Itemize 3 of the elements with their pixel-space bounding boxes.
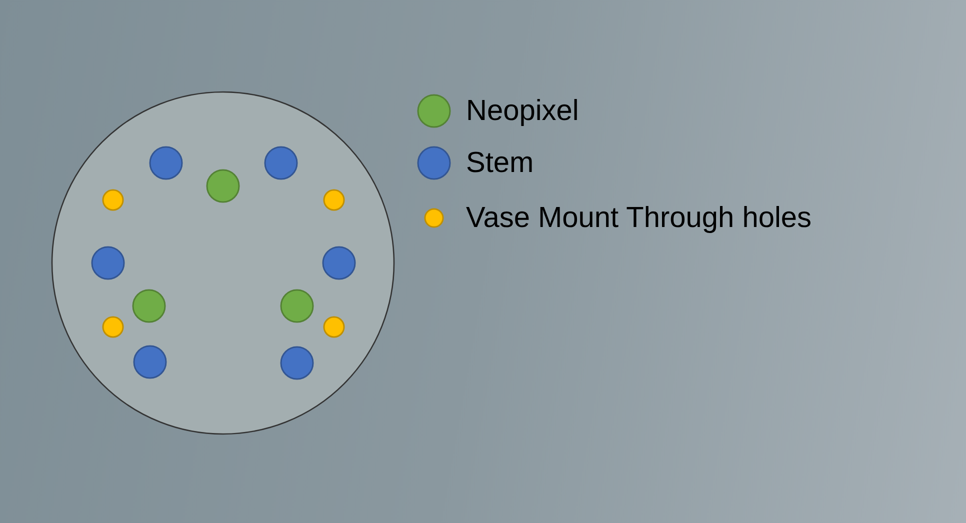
legend-label: Stem: [466, 146, 534, 180]
legend-label: Vase Mount Through holes: [466, 201, 812, 235]
legend-label: Neopixel: [466, 94, 579, 128]
